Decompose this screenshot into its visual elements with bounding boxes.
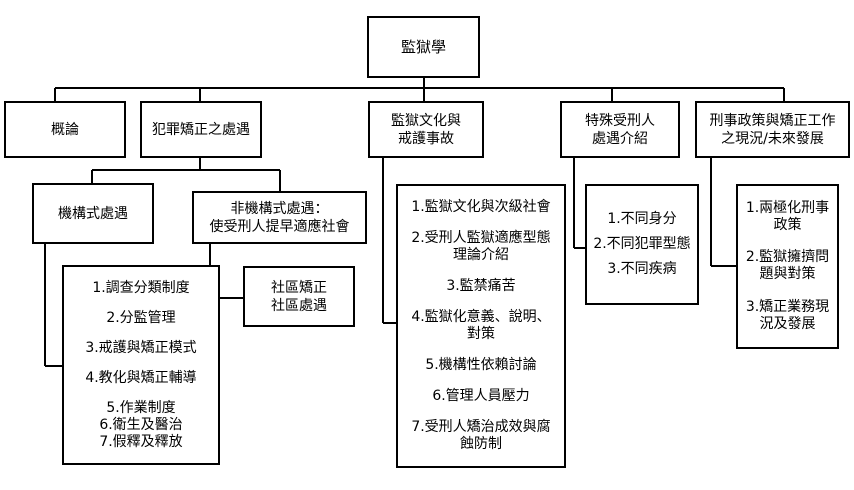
node-institutional: 機構式處遇	[32, 183, 154, 244]
list-item: 6.管理人員壓力	[432, 388, 530, 404]
list-item: 7.受刑人矯治成效與腐 蝕防制	[411, 419, 551, 452]
root-node: 監獄學	[367, 16, 480, 78]
list-item: 1.監獄文化與次級社會	[411, 199, 551, 215]
list-item: 5.機構性依賴討論	[425, 357, 537, 373]
list-item: 4.教化與矯正輔導	[85, 369, 197, 386]
node-special-inmates: 特殊受刑人 處遇介紹	[560, 101, 680, 158]
list-item: 3.矯正業務現 況及發展	[745, 299, 830, 333]
list-item: 3.戒護與矯正模式	[85, 339, 197, 356]
node-community: 社區矯正 社區處遇	[243, 266, 355, 327]
node-overview: 概論	[4, 101, 126, 158]
list-item: 1.不同身分	[607, 211, 677, 227]
node-criminal-treatment: 犯罪矯正之處遇	[140, 101, 262, 158]
list-special-inmates: 1.不同身分 2.不同犯罪型態 3.不同疾病	[585, 184, 699, 305]
list-item: 5.作業制度 6.衛生及醫治 7.假釋及釋放	[99, 399, 183, 450]
node-policy: 刑事政策與矯正工作 之現況/未來發展	[695, 101, 850, 158]
list-item: 3.不同疾病	[607, 261, 677, 277]
list-item: 4.監獄化意義、說明、 對策	[411, 309, 551, 342]
list-item: 2.監獄擁擠問 題與對策	[745, 249, 830, 283]
node-prison-culture: 監獄文化與 戒護事故	[368, 101, 484, 158]
list-item: 2.分監管理	[106, 309, 176, 326]
node-noninstitutional: 非機構式處遇： 使受刑人提早適應社會	[192, 191, 367, 244]
list-item: 3.監禁痛苦	[446, 278, 516, 294]
list-item: 2.不同犯罪型態	[593, 236, 691, 252]
list-institutional: 1.調查分類制度 2.分監管理 3.戒護與矯正模式 4.教化與矯正輔導 5.作業…	[62, 265, 220, 465]
list-policy: 1.兩極化刑事 政策 2.監獄擁擠問 題與對策 3.矯正業務現 況及發展	[736, 184, 839, 349]
list-item: 1.調查分類制度	[92, 279, 190, 296]
list-item: 1.兩極化刑事 政策	[745, 199, 830, 233]
list-prison-culture: 1.監獄文化與次級社會 2.受刑人監獄適應型態 理論介紹 3.監禁痛苦 4.監獄…	[396, 184, 566, 468]
list-item: 2.受刑人監獄適應型態 理論介紹	[411, 230, 551, 263]
